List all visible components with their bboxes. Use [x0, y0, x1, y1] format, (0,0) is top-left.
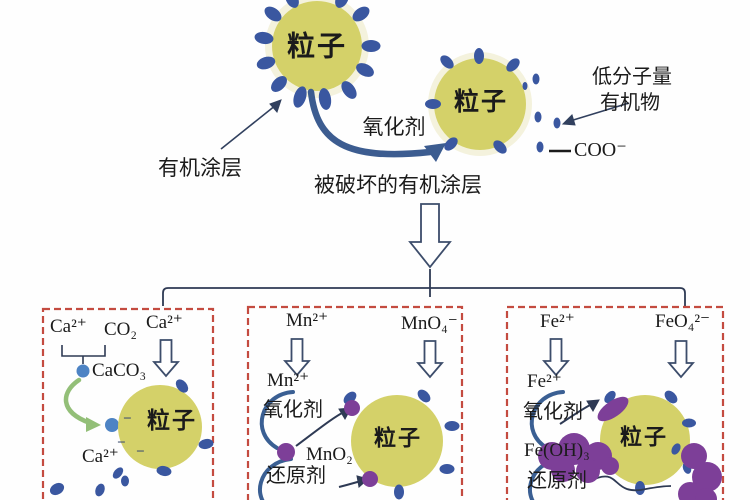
co2-label: CO₂	[104, 319, 138, 340]
fe-transfer-arrow	[559, 399, 600, 425]
mn-oxidizer-label: 氧化剂	[263, 399, 323, 421]
organic-coating-blobs	[254, 0, 381, 110]
organic-coating-arrow	[220, 99, 282, 150]
flow-down-arrow	[408, 203, 452, 269]
ca-ion-bottom: Ca²⁺	[82, 446, 119, 467]
mn-cycle-arrows	[258, 390, 295, 500]
caco3-label: CaCO₃	[92, 360, 147, 381]
coo-label: COO⁻	[574, 139, 627, 161]
fe-oxidizer-label: 氧化剂	[523, 401, 583, 423]
mn-down-arrow	[283, 338, 311, 377]
stripped-particle	[425, 48, 532, 156]
mno2-label: MnO₂	[306, 444, 353, 465]
manganese-particle	[351, 395, 443, 487]
iron-box-graphics	[528, 390, 722, 500]
released-organics-dots	[522, 73, 561, 153]
charge-minus-1: −	[123, 411, 132, 427]
organic-coating-label: 有机涂层	[158, 156, 242, 180]
low-mw-arrow	[561, 102, 630, 126]
calcium-particle	[118, 385, 202, 469]
adsorbed-dot	[105, 418, 119, 432]
feo4-down-arrow	[667, 340, 695, 379]
mno4-label: MnO₄⁻	[401, 313, 458, 334]
fe-ion-incoming: Fe²⁺	[540, 311, 575, 332]
combine-bracket	[61, 345, 106, 364]
residual-coating-blobs	[425, 48, 520, 154]
caco3-dot	[76, 364, 90, 378]
ca-down-arrow	[152, 339, 180, 378]
branch-connector	[162, 269, 686, 306]
iron-particle-label: 粒子	[619, 424, 669, 450]
manganese-box-graphics	[258, 389, 460, 500]
green-precipitation-arrow	[63, 377, 101, 432]
manganese-particle-label: 粒子	[373, 425, 423, 451]
calcium-particle-label: 粒子	[147, 407, 197, 433]
low-mw-label-line1: 低分子量	[592, 66, 672, 88]
feo4-label: FeO₄²⁻	[655, 311, 711, 332]
fe-ion-inside: Fe²⁺	[527, 371, 562, 392]
ca-ion-incoming: Ca²⁺	[146, 312, 183, 333]
fe-reducer-line	[589, 475, 672, 492]
destroyed-coating-label: 被破坏的有机涂层	[314, 173, 482, 197]
oxidizer-top-label: 氧化剂	[362, 114, 426, 139]
charge-minus-2: −	[117, 435, 126, 451]
ca-ion-top-left: Ca²⁺	[50, 316, 87, 337]
mn-reducer-label: 还原剂	[266, 465, 326, 487]
iron-particle	[600, 395, 690, 485]
fe-reducer-label: 还原剂	[527, 470, 587, 492]
feoh3-flocs	[538, 396, 722, 500]
coated-particle-label: 粒子	[286, 31, 348, 63]
stripped-particle-label: 粒子	[453, 88, 509, 116]
calcium-box-graphics	[49, 345, 214, 497]
mn-ion-inside: Mn²⁺	[267, 370, 310, 391]
low-mw-label-line2: 有机物	[600, 92, 660, 114]
mno2-dots	[277, 400, 378, 487]
oxidizer-arc-arrow	[307, 88, 446, 162]
manganese-box	[246, 305, 464, 500]
feoh3-label: Fe(OH)₃	[524, 440, 590, 461]
mn-ion-incoming: Mn²⁺	[286, 310, 329, 331]
mno4-down-arrow	[416, 340, 444, 379]
calcium-box	[41, 307, 215, 500]
coated-particle	[254, 0, 381, 110]
charge-minus-3: −	[136, 444, 145, 460]
fe-down-arrow	[542, 338, 570, 377]
